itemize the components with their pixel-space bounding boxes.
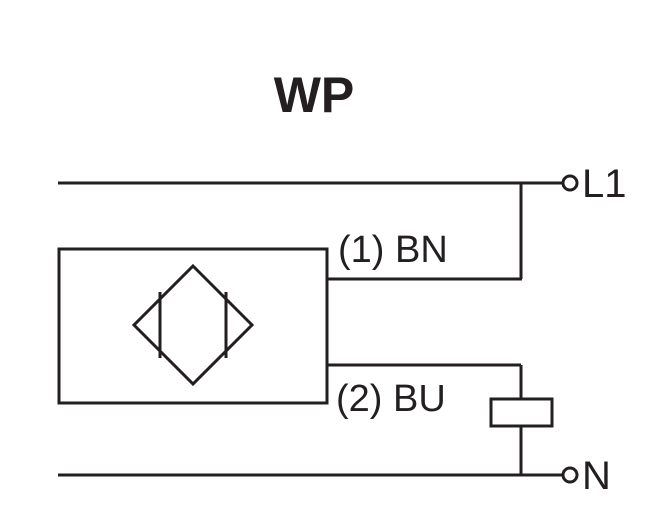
n-terminal-label: N (582, 454, 611, 498)
n-terminal-icon (561, 466, 579, 484)
bn-wire-label: (1) BN (338, 229, 448, 271)
inductive-sensor-icon (131, 263, 255, 387)
bu-wire-label: (2) BU (336, 378, 446, 420)
load-resistor-icon (489, 397, 554, 428)
sensor-body (57, 247, 329, 405)
l1-terminal-icon (561, 174, 579, 192)
diagram-title: WP (274, 67, 355, 123)
l1-terminal-label: L1 (582, 162, 627, 206)
